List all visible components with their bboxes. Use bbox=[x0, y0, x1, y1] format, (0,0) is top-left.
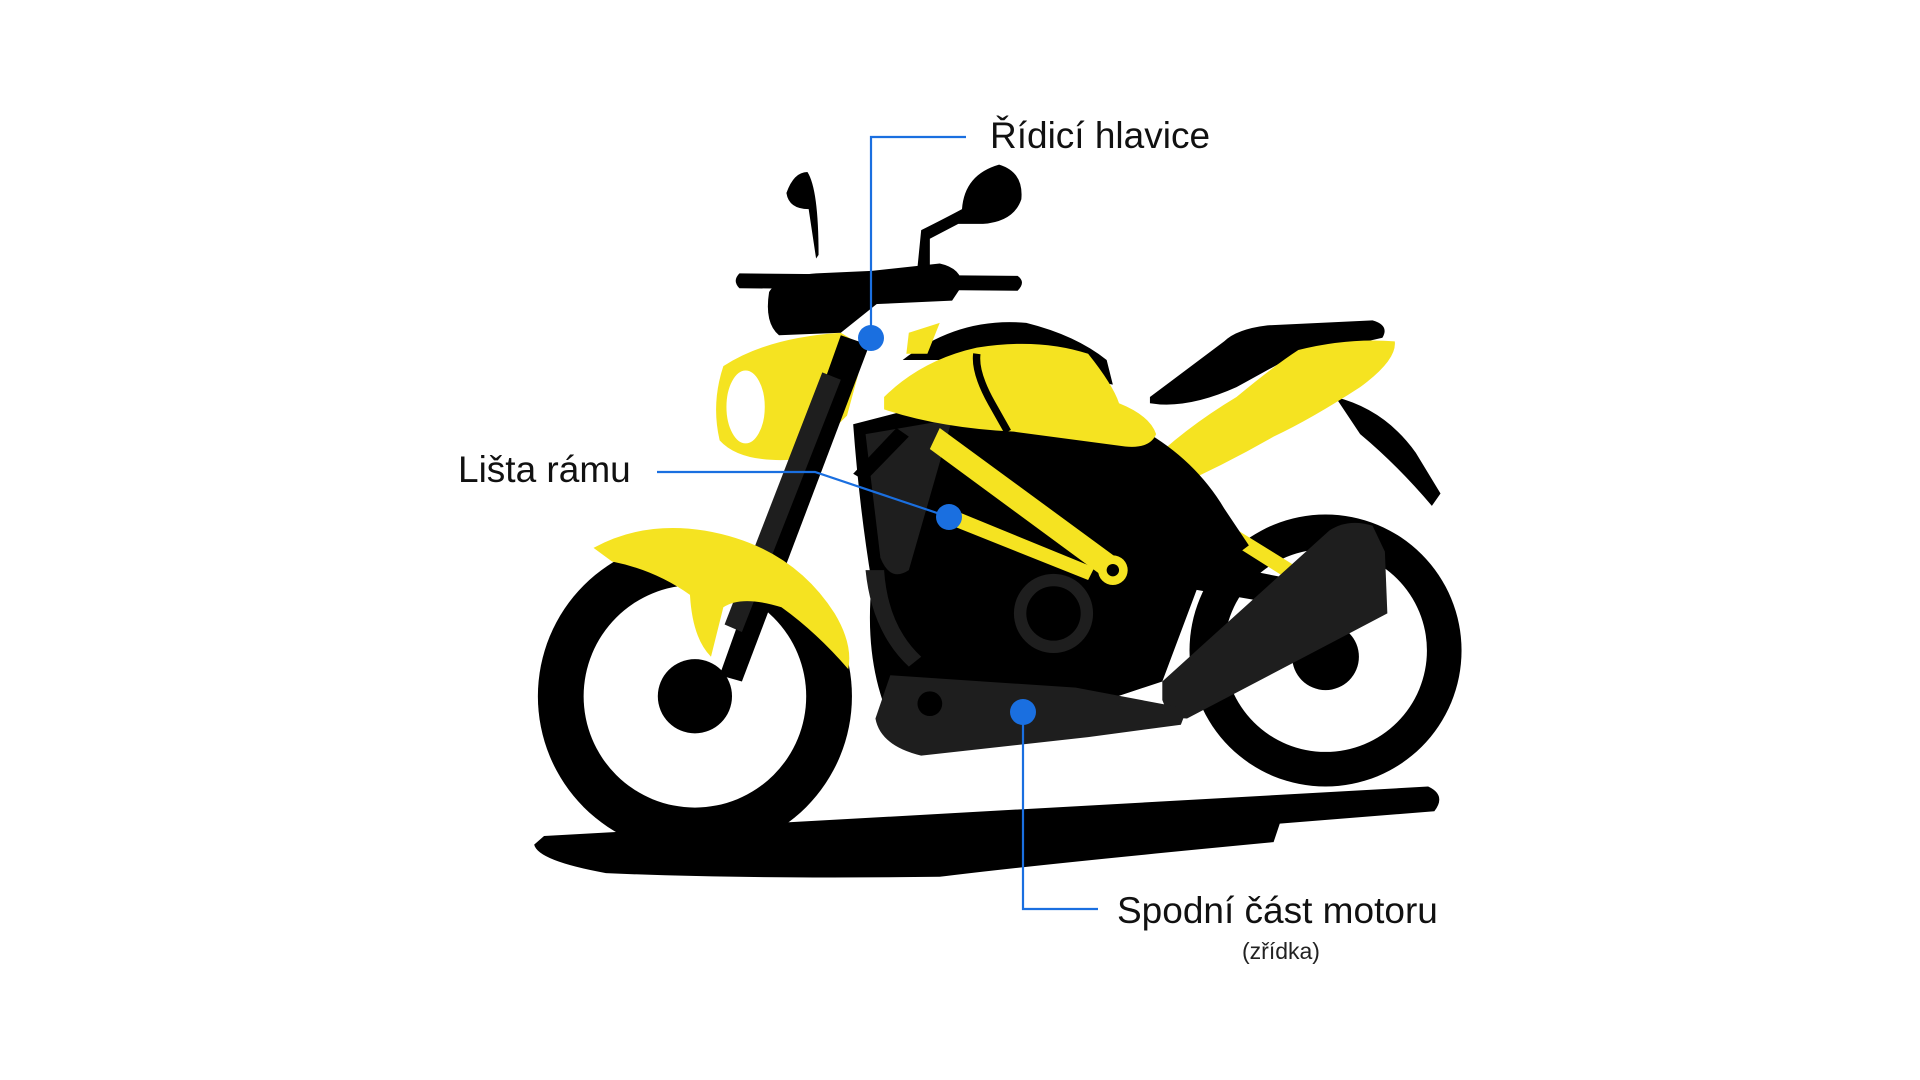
frame-rail-leader bbox=[657, 470, 950, 519]
engine-bottom-leader bbox=[1021, 712, 1098, 911]
seat bbox=[1149, 320, 1385, 405]
steering-head-marker bbox=[858, 325, 884, 351]
handlebar-clamp bbox=[767, 270, 885, 336]
right-mirror bbox=[917, 164, 1022, 268]
frame-rail-marker bbox=[936, 504, 962, 530]
fuel-tank bbox=[884, 343, 1157, 447]
frame-rail-tube bbox=[929, 427, 1126, 581]
callout-lines bbox=[657, 135, 1098, 911]
engine-bottom-label: Spodní část motoru bbox=[1117, 890, 1438, 931]
engine-block bbox=[853, 397, 1249, 750]
tank-seam bbox=[972, 353, 1011, 434]
ground-shadow bbox=[534, 786, 1440, 878]
exhaust-muffler bbox=[1162, 522, 1388, 719]
frame-downtube bbox=[865, 570, 922, 667]
tail-section bbox=[1131, 340, 1395, 493]
engine-bottom-marker bbox=[1010, 699, 1036, 725]
steering-head-label: Řídicí hlavice bbox=[990, 115, 1211, 156]
engine-bottom-note: (zřídka) bbox=[1242, 938, 1320, 964]
steering-head-leader bbox=[869, 135, 966, 338]
frame-rail-label: Lišta rámu bbox=[458, 449, 631, 490]
headlight bbox=[722, 366, 769, 448]
front-fender bbox=[593, 527, 850, 670]
rear-fender bbox=[1335, 397, 1441, 506]
left-mirror bbox=[786, 172, 819, 259]
